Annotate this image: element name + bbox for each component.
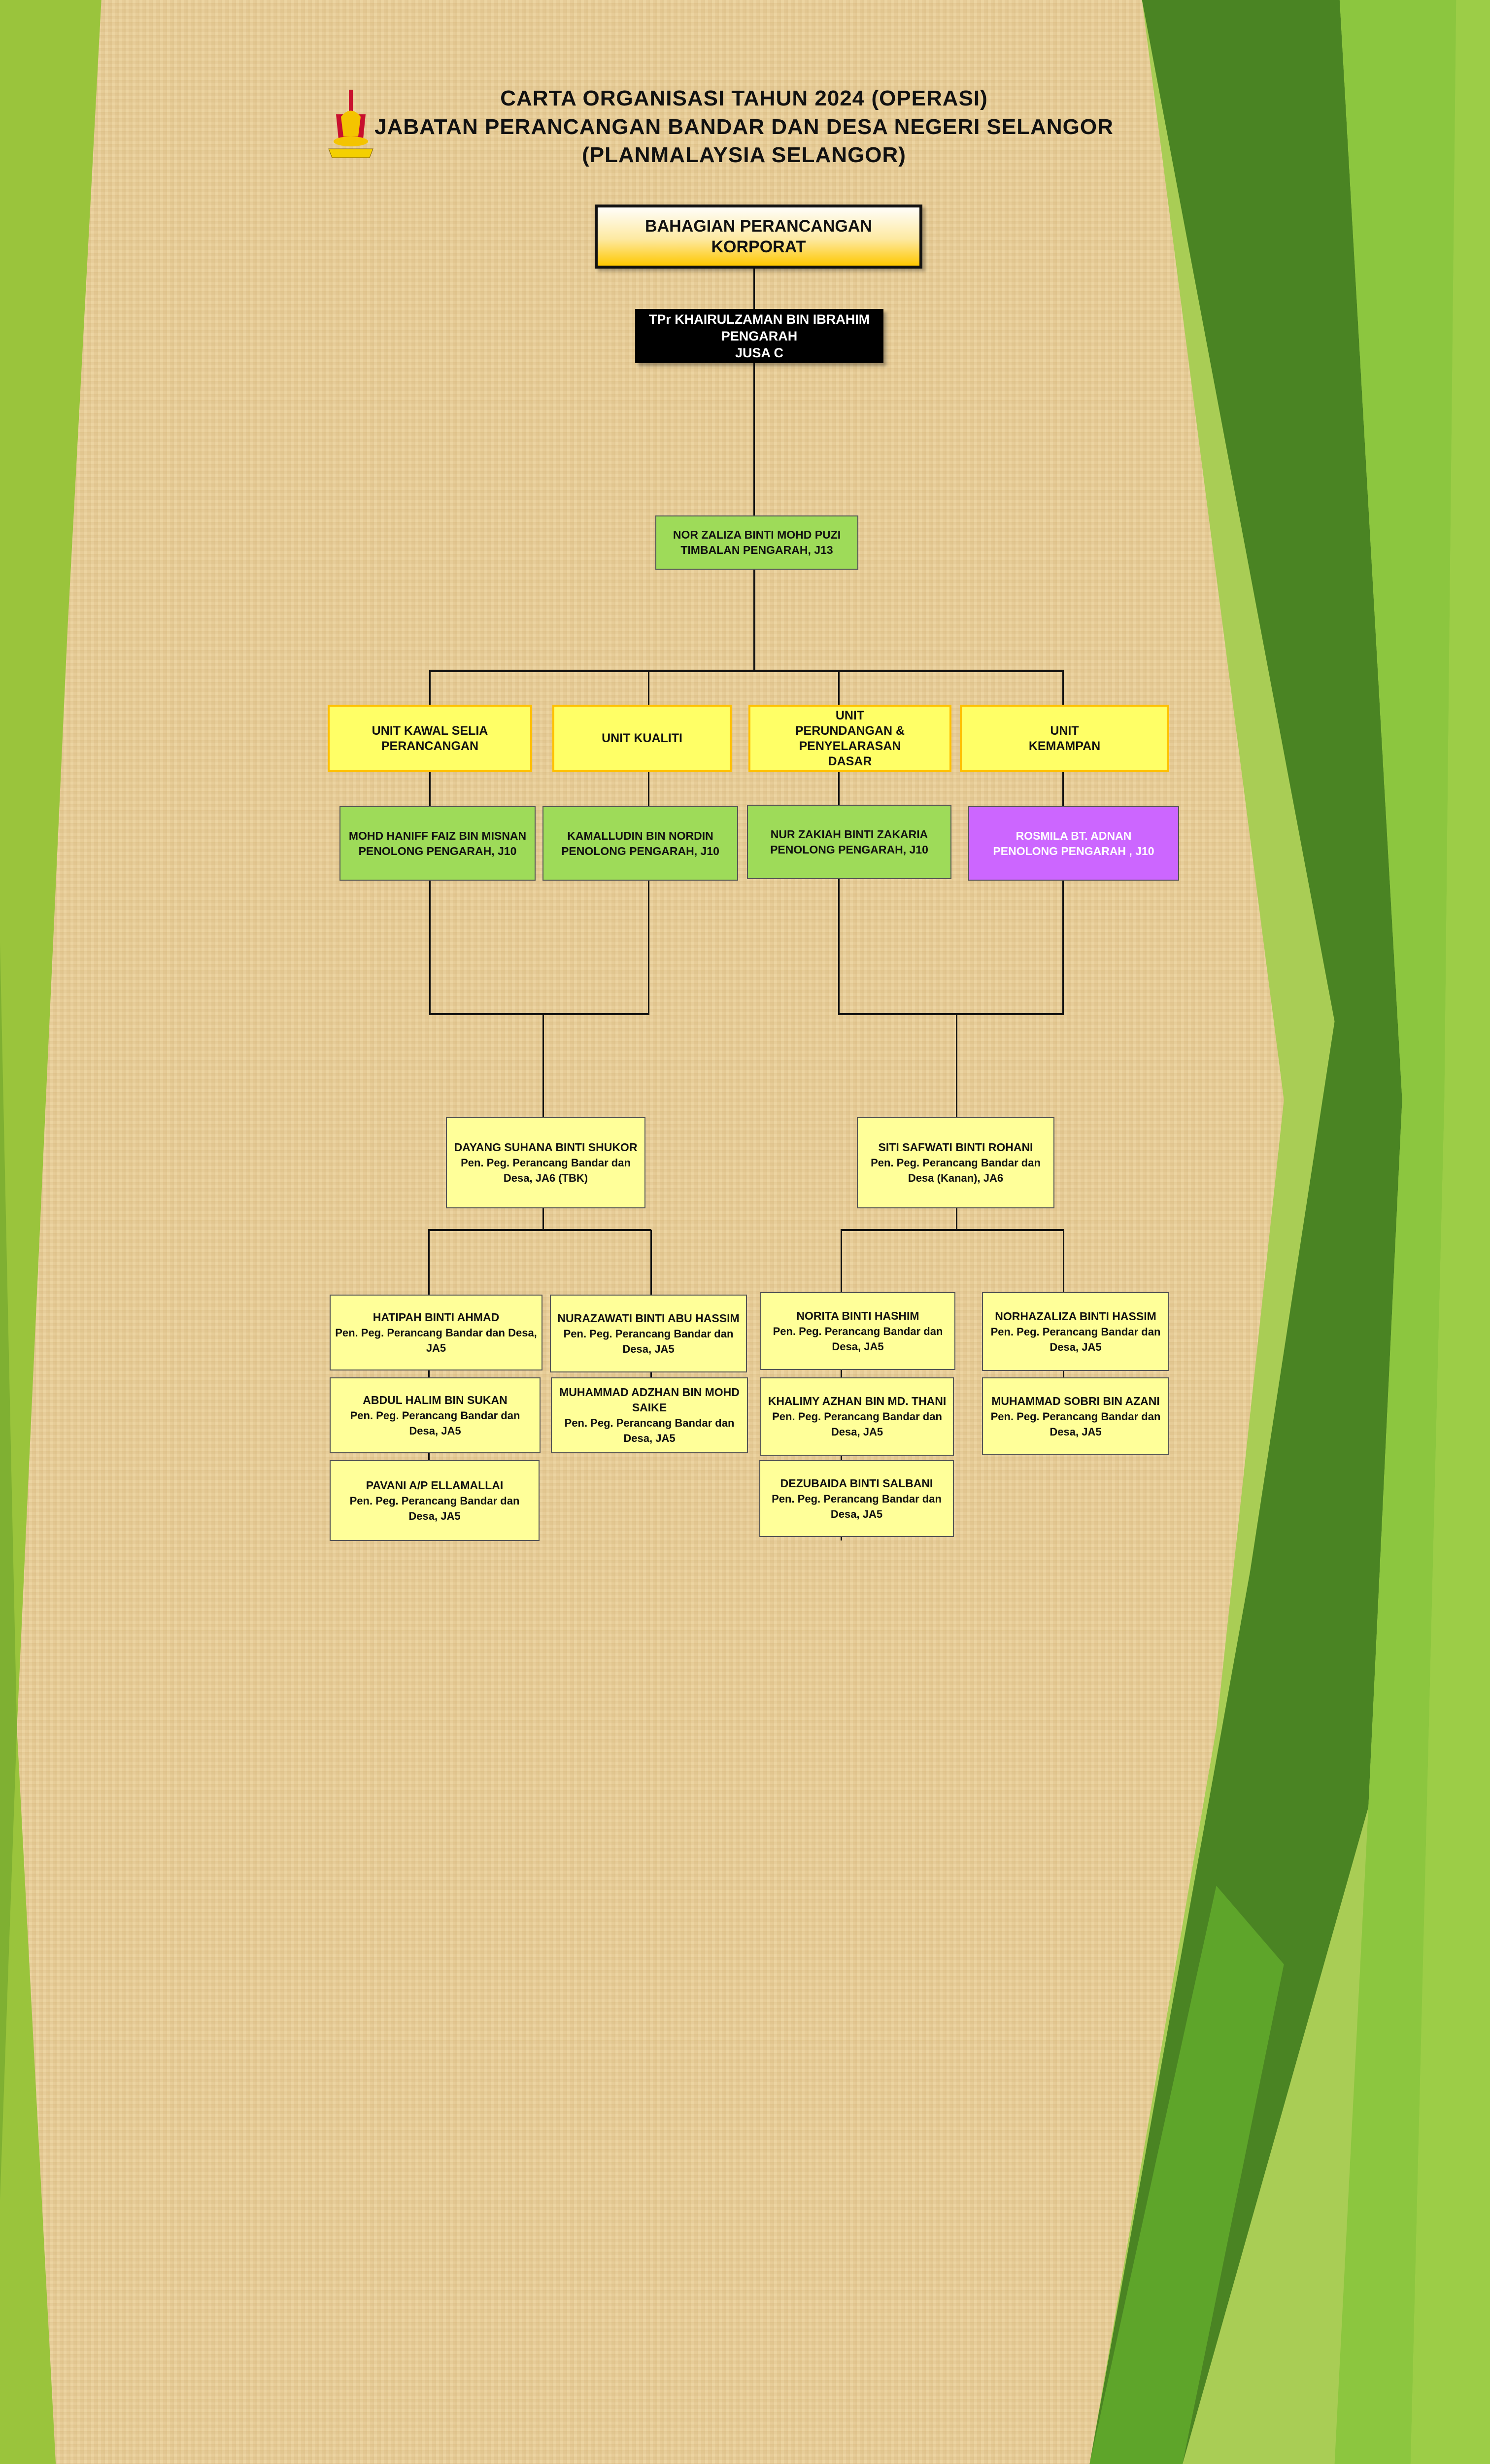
person-name: KHALIMY AZHAN BIN MD. THANI bbox=[768, 1395, 947, 1407]
assistant-director-box: MOHD HANIFF FAIZ BIN MISNAN PENOLONG PEN… bbox=[339, 806, 536, 881]
person-role: Pen. Peg. Perancang Bandar dan Desa, JA5 bbox=[772, 1410, 942, 1438]
person-role: TIMBALAN PENGARAH, J13 bbox=[680, 544, 833, 556]
person-name: NURAZAWATI BINTI ABU HASSIM bbox=[557, 1311, 740, 1325]
person-role: PENOLONG PENGARAH, J10 bbox=[770, 843, 928, 856]
connector bbox=[429, 1013, 649, 1015]
person-role: Pen. Peg. Perancang Bandar dan Desa, JA6… bbox=[461, 1157, 631, 1184]
person-name: ROSMILA BT. ADNAN bbox=[1016, 829, 1132, 842]
connector bbox=[838, 1013, 1064, 1015]
staff-box: MUHAMMAD ADZHAN BIN MOHD SAIKE Pen. Peg.… bbox=[551, 1377, 748, 1453]
selangor-crest-logo bbox=[326, 90, 375, 161]
staff-box: DEZUBAIDA BINTI SALBANI Pen. Peg. Peranc… bbox=[759, 1460, 954, 1537]
connector bbox=[542, 1014, 544, 1117]
person-role: PENOLONG PENGARAH , J10 bbox=[993, 844, 1154, 857]
connector bbox=[542, 1208, 544, 1230]
unit-name: PERUNDANGAN & PENYELARASAN bbox=[795, 723, 905, 753]
person-role: Pen. Peg. Perancang Bandar dan Desa (Kan… bbox=[871, 1157, 1041, 1184]
person-name: MUHAMMAD SOBRI BIN AZANI bbox=[991, 1394, 1160, 1407]
deputy-director-box: NOR ZALIZA BINTI MOHD PUZI TIMBALAN PENG… bbox=[655, 515, 858, 570]
connector bbox=[956, 1014, 957, 1117]
staff-box: PAVANI A/P ELLAMALLAI Pen. Peg. Perancan… bbox=[330, 1460, 540, 1541]
staff-box: NORITA BINTI HASHIM Pen. Peg. Perancang … bbox=[760, 1292, 955, 1370]
person-name: NOR ZALIZA BINTI MOHD PUZI bbox=[673, 528, 841, 541]
person-name: NUR ZAKIAH BINTI ZAKARIA bbox=[770, 827, 928, 841]
unit-name: KEMAMPAN bbox=[1028, 739, 1101, 753]
connector bbox=[429, 670, 1064, 672]
person-role: Pen. Peg. Perancang Bandar dan Desa, JA5 bbox=[772, 1492, 942, 1520]
director-box: TPr KHAIRULZAMAN BIN IBRAHIM PENGARAH JU… bbox=[635, 309, 883, 363]
assistant-director-box: KAMALLUDIN BIN NORDIN PENOLONG PENGARAH,… bbox=[542, 806, 738, 881]
director-name: TPr KHAIRULZAMAN BIN IBRAHIM bbox=[648, 312, 870, 327]
person-role: Pen. Peg. Perancang Bandar dan Desa, JA5 bbox=[990, 1410, 1161, 1438]
staff-box: KHALIMY AZHAN BIN MD. THANI Pen. Peg. Pe… bbox=[760, 1377, 954, 1456]
person-role: Pen. Peg. Perancang Bandar dan Desa, JA5 bbox=[335, 1326, 537, 1354]
person-name: NORHAZALIZA BINTI HASSIM bbox=[995, 1309, 1156, 1323]
person-name: ABDUL HALIM BIN SUKAN bbox=[363, 1393, 508, 1406]
person-name: DEZUBAIDA BINTI SALBANI bbox=[780, 1476, 933, 1490]
connector bbox=[841, 1229, 1064, 1231]
person-name: NORITA BINTI HASHIM bbox=[796, 1309, 919, 1322]
director-role: PENGARAH bbox=[721, 329, 798, 343]
unit-box-kawal-selia: UNIT KAWAL SELIA PERANCANGAN bbox=[328, 705, 532, 772]
staff-box: HATIPAH BINTI AHMAD Pen. Peg. Perancang … bbox=[330, 1295, 542, 1370]
person-name: DAYANG SUHANA BINTI SHUKOR bbox=[454, 1141, 638, 1154]
division-name: KORPORAT bbox=[711, 238, 806, 256]
person-name: MUHAMMAD ADZHAN BIN MOHD SAIKE bbox=[559, 1386, 740, 1414]
assistant-director-box-highlighted: ROSMILA BT. ADNAN PENOLONG PENGARAH , J1… bbox=[968, 806, 1179, 881]
person-role: Pen. Peg. Perancang Bandar dan Desa, JA5 bbox=[564, 1417, 735, 1444]
connector bbox=[428, 1229, 651, 1231]
staff-box: ABDUL HALIM BIN SUKAN Pen. Peg. Perancan… bbox=[330, 1377, 541, 1453]
person-name: PAVANI A/P ELLAMALLAI bbox=[366, 1478, 504, 1492]
person-role: Pen. Peg. Perancang Bandar dan Desa, JA5 bbox=[350, 1409, 520, 1437]
director-grade: JUSA C bbox=[735, 345, 784, 360]
unit-name: UNIT KUALITI bbox=[602, 731, 682, 745]
person-name: MOHD HANIFF FAIZ BIN MISNAN bbox=[348, 829, 527, 842]
person-name: KAMALLUDIN BIN NORDIN bbox=[567, 829, 713, 842]
chart-title-line-3: (PLANMALAYSIA SELANGOR) bbox=[582, 143, 906, 167]
assistant-director-box: NUR ZAKIAH BINTI ZAKARIA PENOLONG PENGAR… bbox=[747, 805, 951, 879]
division-box: BAHAGIAN PERANCANGAN KORPORAT bbox=[595, 205, 922, 269]
person-role: Pen. Peg. Perancang Bandar dan Desa, JA5 bbox=[563, 1327, 734, 1355]
division-name: BAHAGIAN PERANCANGAN bbox=[645, 217, 872, 236]
person-role: PENOLONG PENGARAH, J10 bbox=[358, 844, 517, 857]
person-role: Pen. Peg. Perancang Bandar dan Desa, JA5 bbox=[349, 1494, 520, 1522]
connector bbox=[753, 570, 755, 671]
person-role: PENOLONG PENGARAH, J10 bbox=[561, 844, 719, 857]
staff-box: NURAZAWATI BINTI ABU HASSIM Pen. Peg. Pe… bbox=[550, 1295, 747, 1372]
person-name: HATIPAH BINTI AHMAD bbox=[372, 1310, 500, 1324]
senior-officer-box: DAYANG SUHANA BINTI SHUKOR Pen. Peg. Per… bbox=[446, 1117, 645, 1208]
unit-box-perundangan: UNIT PERUNDANGAN & PENYELARASAN DASAR bbox=[748, 705, 951, 772]
person-name: SITI SAFWATI BINTI ROHANI bbox=[878, 1141, 1033, 1154]
unit-box-kualiti: UNIT KUALITI bbox=[552, 705, 732, 772]
connector bbox=[956, 1208, 957, 1230]
staff-box: MUHAMMAD SOBRI BIN AZANI Pen. Peg. Peran… bbox=[982, 1377, 1169, 1455]
person-role: Pen. Peg. Perancang Bandar dan Desa, JA5 bbox=[990, 1325, 1161, 1353]
unit-name: UNIT KAWAL SELIA PERANCANGAN bbox=[372, 723, 488, 753]
person-role: Pen. Peg. Perancang Bandar dan Desa, JA5 bbox=[773, 1325, 943, 1353]
chart-title-line-1: CARTA ORGANISASI TAHUN 2024 (OPERASI) bbox=[500, 86, 988, 110]
unit-name: UNIT bbox=[1050, 723, 1079, 738]
unit-name: UNIT bbox=[835, 708, 865, 722]
staff-box: NORHAZALIZA BINTI HASSIM Pen. Peg. Peran… bbox=[982, 1292, 1169, 1371]
connector bbox=[753, 269, 755, 515]
unit-box-kemampan: UNIT KEMAMPAN bbox=[960, 705, 1169, 772]
senior-officer-box: SITI SAFWATI BINTI ROHANI Pen. Peg. Pera… bbox=[857, 1117, 1054, 1208]
chart-title-line-2: JABATAN PERANCANGAN BANDAR DAN DESA NEGE… bbox=[374, 115, 1114, 139]
unit-name: DASAR bbox=[828, 754, 872, 768]
